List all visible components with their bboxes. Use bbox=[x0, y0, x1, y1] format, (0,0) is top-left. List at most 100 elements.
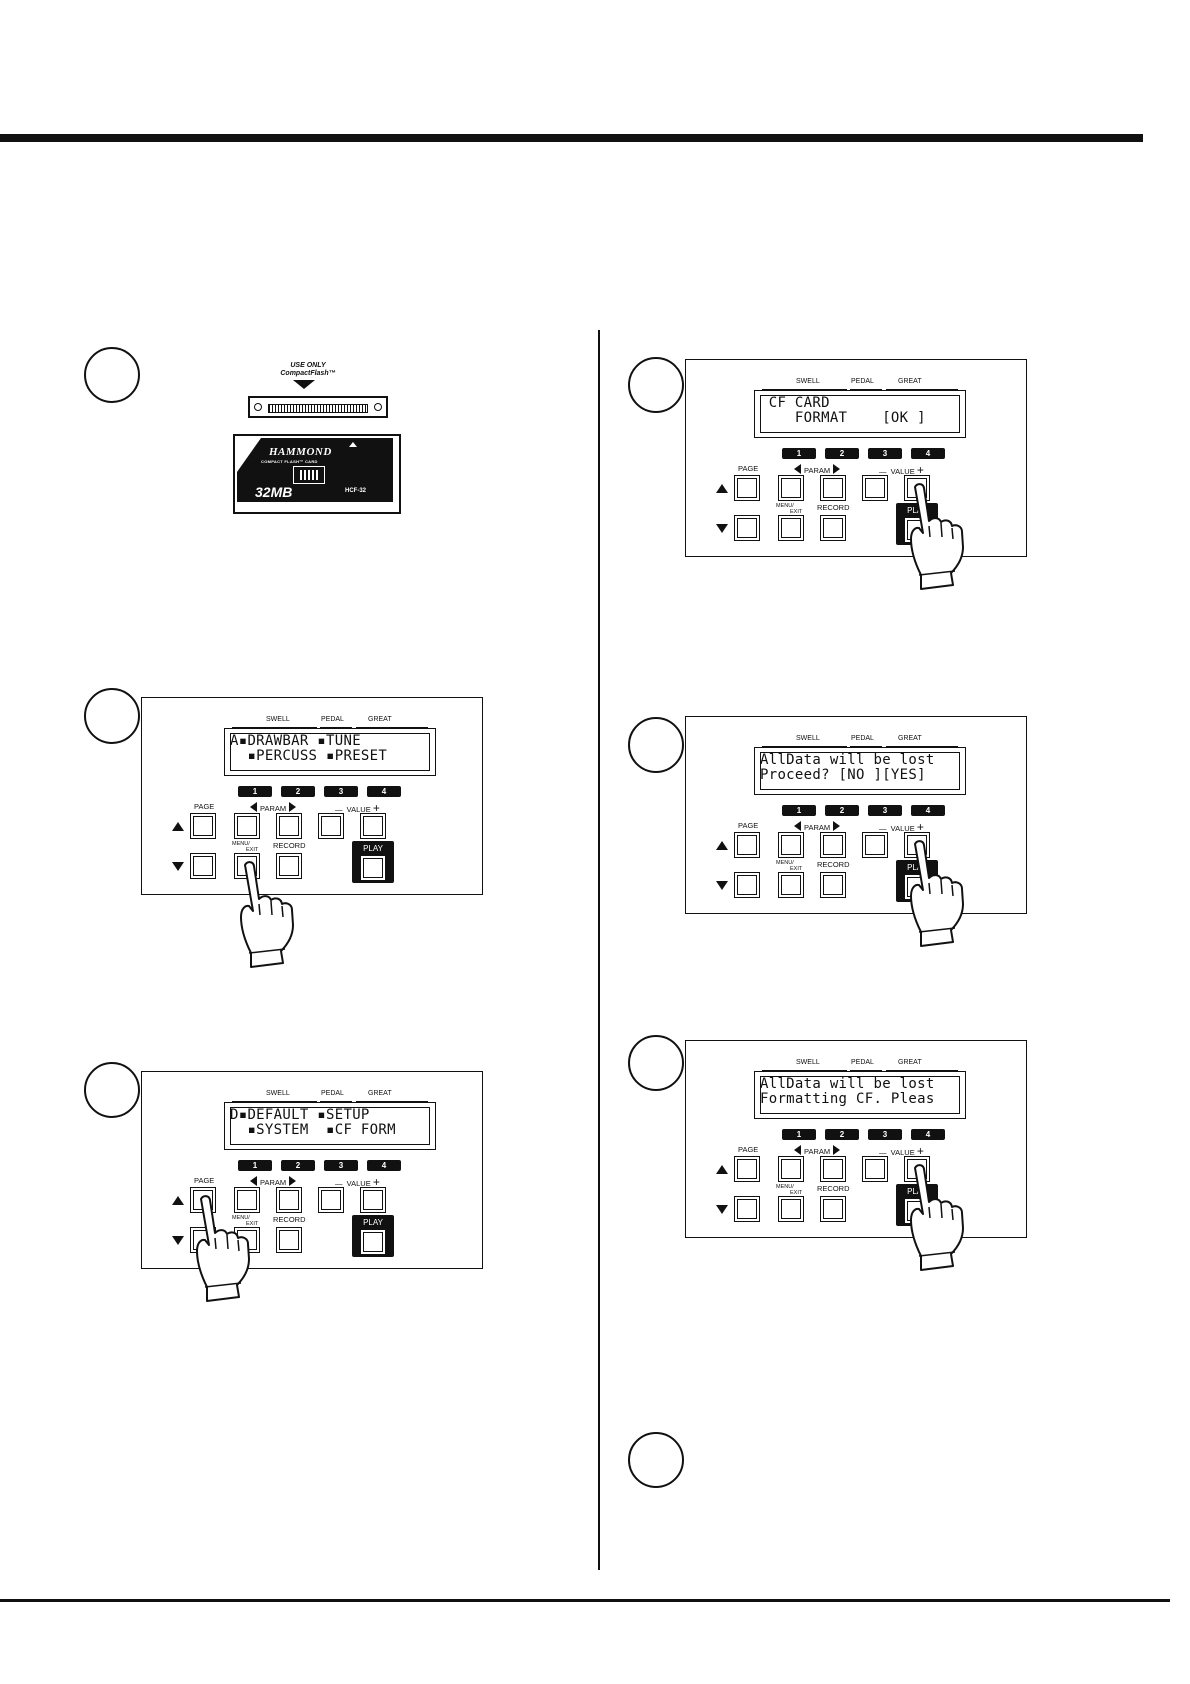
value-label: — VALUE + bbox=[335, 801, 380, 815]
param-left-button[interactable] bbox=[778, 832, 804, 858]
lcd-line-1: D▪DEFAULT ▪SETUP bbox=[230, 1107, 370, 1123]
right-arrow-icon bbox=[833, 821, 841, 831]
number-tab-1: 1 bbox=[238, 786, 272, 797]
page-down-button[interactable] bbox=[190, 1227, 216, 1253]
value-plus-button[interactable] bbox=[904, 475, 930, 501]
lcd-display: A▪DRAWBAR ▪TUNE ▪PERCUSS ▪PRESET bbox=[224, 728, 436, 776]
slot-screw-icon bbox=[254, 403, 262, 411]
orientation-mark-icon bbox=[349, 442, 357, 447]
left-arrow-icon bbox=[794, 464, 801, 474]
param-right-button[interactable] bbox=[820, 475, 846, 501]
param-left-button[interactable] bbox=[234, 813, 260, 839]
lcd-display: AllData will be lost Formatting CF. Plea… bbox=[754, 1071, 966, 1119]
lcd-header: SWELL PEDAL GREAT bbox=[762, 1059, 958, 1071]
value-plus-button[interactable] bbox=[904, 1156, 930, 1182]
value-plus-button[interactable] bbox=[360, 813, 386, 839]
lcd-line-1: AllData will be lost bbox=[760, 1076, 935, 1092]
play-button[interactable] bbox=[904, 1198, 930, 1224]
play-button[interactable] bbox=[904, 517, 930, 543]
page-up-button[interactable] bbox=[190, 813, 216, 839]
page-up-button[interactable] bbox=[734, 475, 760, 501]
number-tab-2: 2 bbox=[281, 1160, 315, 1171]
record-label: RECORD bbox=[273, 841, 306, 850]
card-subtitle: COMPACT FLASH™ CARD bbox=[261, 459, 318, 464]
param-label: PARAM bbox=[794, 821, 841, 832]
page-down-button[interactable] bbox=[734, 515, 760, 541]
page-up-button[interactable] bbox=[734, 1156, 760, 1182]
play-button[interactable] bbox=[360, 1229, 386, 1255]
lcd-line-2: Formatting CF. Pleas bbox=[760, 1091, 935, 1107]
param-right-button[interactable] bbox=[276, 813, 302, 839]
value-minus-button[interactable] bbox=[318, 1187, 344, 1213]
record-button[interactable] bbox=[276, 853, 302, 879]
number-tab-1: 1 bbox=[782, 805, 816, 816]
compactflash-illustration: USE ONLY CompactFlash™ HAMMOND COMPACT F… bbox=[228, 356, 401, 514]
page-down-button[interactable] bbox=[734, 872, 760, 898]
param-right-button[interactable] bbox=[276, 1187, 302, 1213]
hammond-logo-icon bbox=[293, 466, 325, 484]
param-left-button[interactable] bbox=[234, 1187, 260, 1213]
value-minus-button[interactable] bbox=[862, 475, 888, 501]
control-panel-5: SWELL PEDAL GREAT AllData will be lost F… bbox=[685, 1040, 1027, 1238]
number-tab-1: 1 bbox=[782, 1129, 816, 1140]
param-right-button[interactable] bbox=[820, 1156, 846, 1182]
page-down-button[interactable] bbox=[190, 853, 216, 879]
right-arrow-icon bbox=[289, 802, 297, 812]
step-marker-2 bbox=[84, 688, 140, 744]
page-label: PAGE bbox=[738, 464, 759, 473]
number-tab-4: 4 bbox=[911, 1129, 945, 1140]
value-minus-button[interactable] bbox=[318, 813, 344, 839]
step-marker-5 bbox=[628, 717, 684, 773]
play-button-block: PLAY bbox=[352, 1215, 394, 1257]
record-button[interactable] bbox=[820, 515, 846, 541]
record-button[interactable] bbox=[820, 872, 846, 898]
param-label: PARAM bbox=[794, 1145, 841, 1156]
menu-exit-button[interactable] bbox=[234, 1227, 260, 1253]
play-button[interactable] bbox=[904, 874, 930, 900]
value-minus-button[interactable] bbox=[862, 1156, 888, 1182]
down-arrow-icon bbox=[716, 1205, 728, 1214]
page-label: PAGE bbox=[738, 1145, 759, 1154]
left-arrow-icon bbox=[794, 1145, 801, 1155]
menu-exit-button[interactable] bbox=[778, 872, 804, 898]
card-slot bbox=[248, 396, 388, 418]
play-label: PLAY bbox=[363, 844, 383, 853]
page-up-button[interactable] bbox=[190, 1187, 216, 1213]
down-arrow-icon bbox=[716, 881, 728, 890]
page-label: PAGE bbox=[194, 1176, 215, 1185]
page-up-button[interactable] bbox=[734, 832, 760, 858]
number-tab-3: 3 bbox=[868, 1129, 902, 1140]
left-arrow-icon bbox=[250, 802, 257, 812]
param-left-button[interactable] bbox=[778, 475, 804, 501]
menu-exit-button[interactable] bbox=[778, 1196, 804, 1222]
card-model: HCF-32 bbox=[345, 488, 367, 494]
param-label: PARAM bbox=[250, 1176, 297, 1187]
param-label: PARAM bbox=[794, 464, 841, 475]
control-panel-1: SWELL PEDAL GREAT A▪DRAWBAR ▪TUNE ▪PERCU… bbox=[141, 697, 483, 895]
value-minus-button[interactable] bbox=[862, 832, 888, 858]
value-plus-button[interactable] bbox=[904, 832, 930, 858]
down-arrow-icon bbox=[716, 524, 728, 533]
record-button[interactable] bbox=[820, 1196, 846, 1222]
left-arrow-icon bbox=[250, 1176, 257, 1186]
menu-exit-button[interactable] bbox=[234, 853, 260, 879]
value-plus-button[interactable] bbox=[360, 1187, 386, 1213]
param-left-button[interactable] bbox=[778, 1156, 804, 1182]
column-divider bbox=[598, 330, 600, 1570]
page-down-button[interactable] bbox=[734, 1196, 760, 1222]
menu-exit-button[interactable] bbox=[778, 515, 804, 541]
menu-exit-label: MENU/EXIT bbox=[776, 1184, 803, 1196]
record-label: RECORD bbox=[817, 1184, 850, 1193]
record-label: RECORD bbox=[817, 503, 850, 512]
up-arrow-icon bbox=[172, 822, 184, 831]
play-button[interactable] bbox=[360, 855, 386, 881]
control-panel-2: SWELL PEDAL GREAT D▪DEFAULT ▪SETUP ▪SYST… bbox=[141, 1071, 483, 1269]
lcd-header: SWELL PEDAL GREAT bbox=[232, 716, 428, 728]
lcd-display: AllData will be lost Proceed? [NO ][YES] bbox=[754, 747, 966, 795]
lcd-line-1: AllData will be lost bbox=[760, 752, 935, 768]
record-button[interactable] bbox=[276, 1227, 302, 1253]
right-arrow-icon bbox=[833, 464, 841, 474]
number-tab-3: 3 bbox=[324, 1160, 358, 1171]
param-right-button[interactable] bbox=[820, 832, 846, 858]
control-panel-4: SWELL PEDAL GREAT AllData will be lost P… bbox=[685, 716, 1027, 914]
